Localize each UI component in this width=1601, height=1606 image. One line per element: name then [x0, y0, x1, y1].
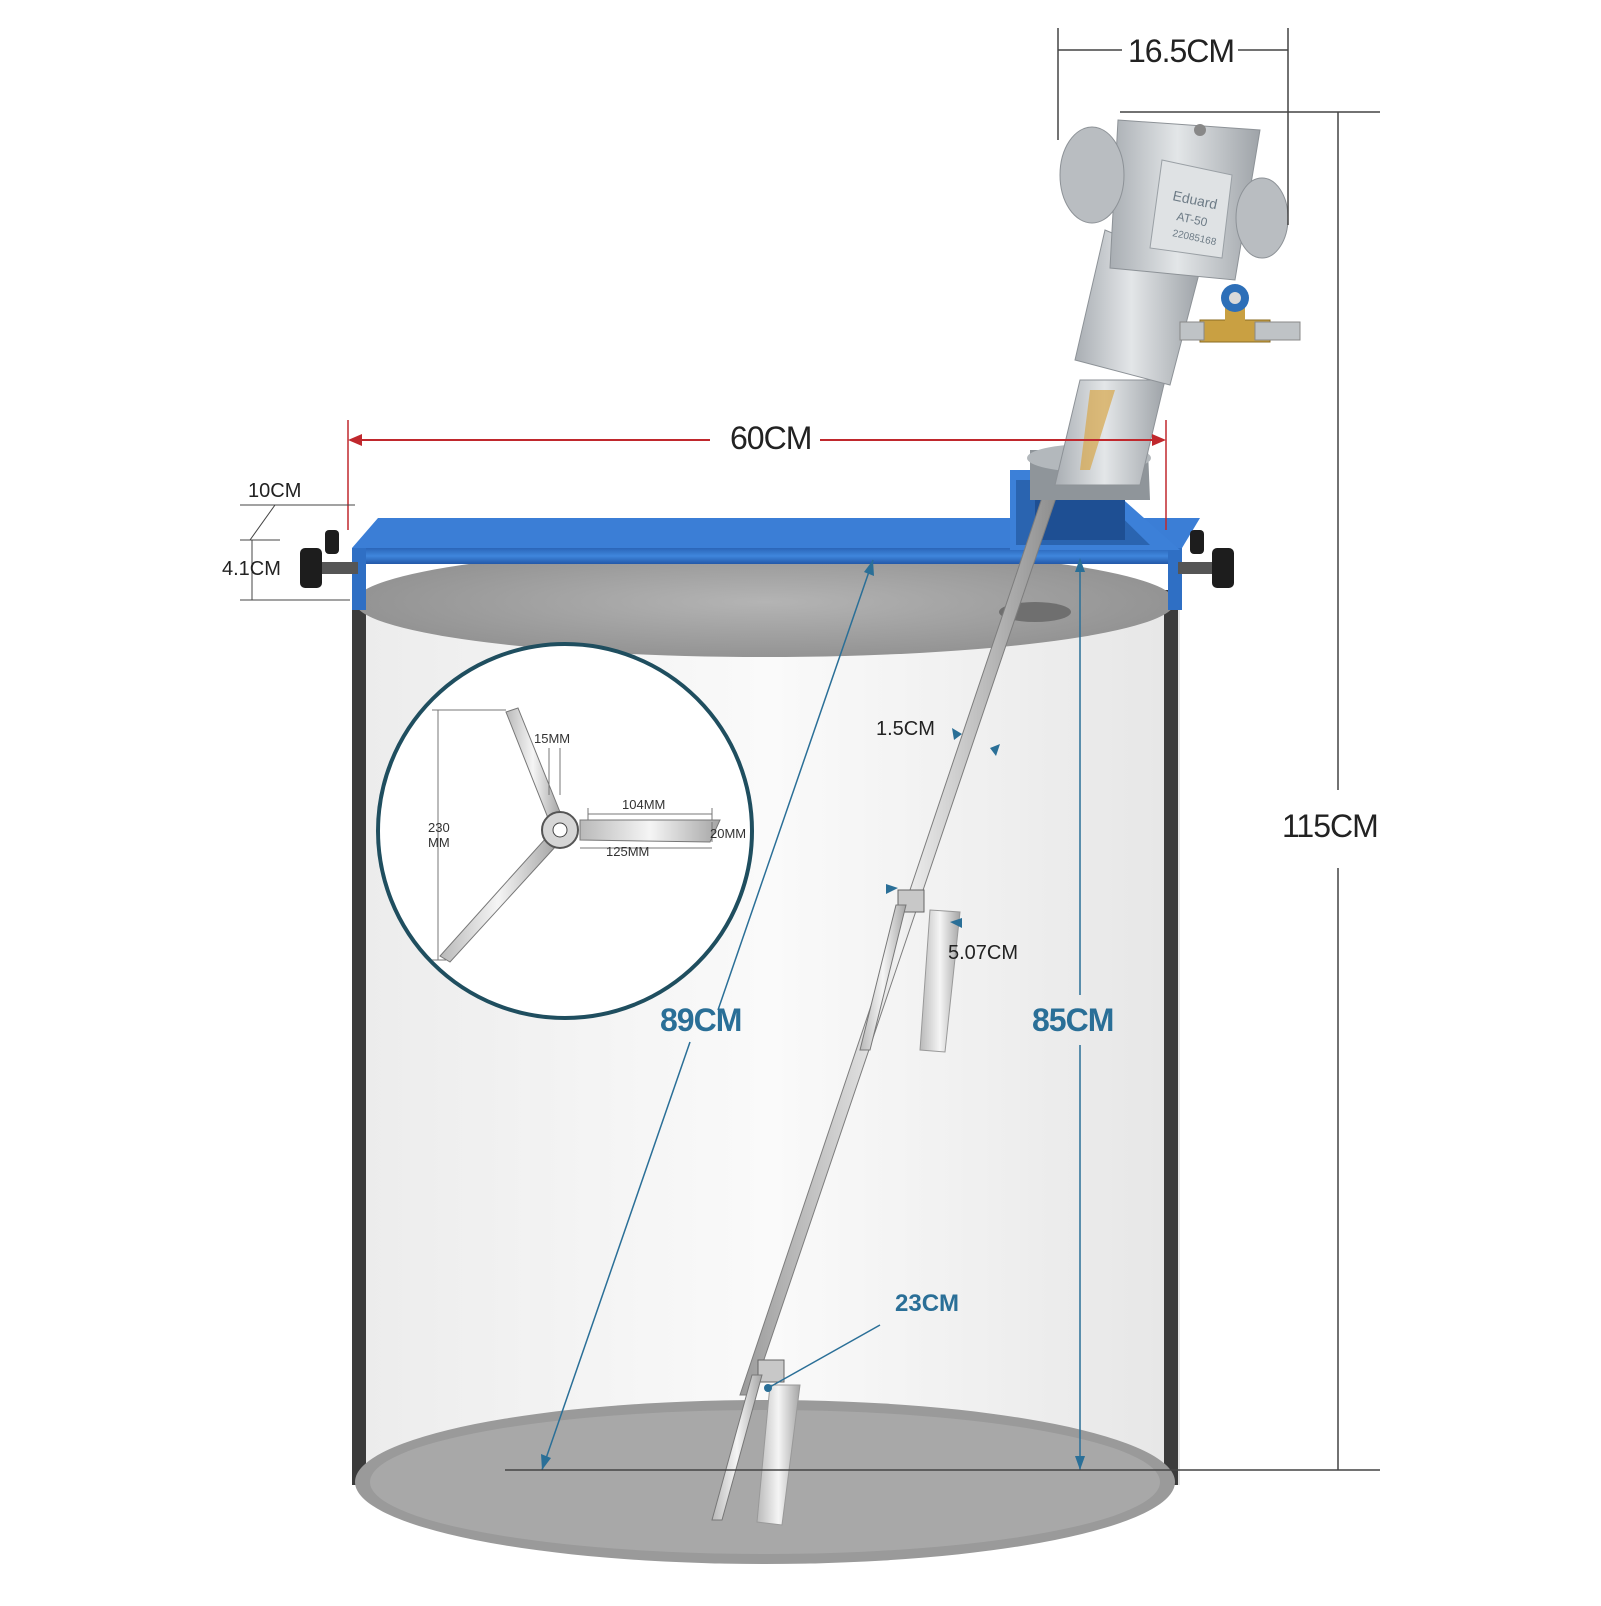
inset-height-value: 230	[428, 820, 450, 835]
bracket-width-label: 10CM	[248, 480, 302, 502]
impeller-detail-inset	[376, 642, 754, 1020]
right-clamp-knob	[1178, 530, 1234, 588]
left-clamp-knob	[300, 530, 358, 588]
lower-impeller	[711, 1359, 801, 1526]
dimension-lines	[240, 28, 1380, 1471]
drum-wall-right	[1164, 590, 1178, 1485]
motor-width-label: 16.5CM	[1128, 33, 1235, 69]
upper-blade-width-label: 5.07CM	[948, 942, 1019, 964]
shaft-diameter-label: 1.5CM	[876, 718, 935, 740]
inset-hub-width-label: 15MM	[534, 731, 571, 746]
total-height-label: 115CM	[1282, 808, 1379, 844]
upper-impeller	[859, 889, 961, 1053]
air-motor: Eduard AT-50 22085168	[1027, 119, 1301, 500]
inset-blade-length-label: 104MM	[622, 797, 666, 812]
bracket-length-label: 60CM	[730, 420, 812, 456]
motor-nameplate: Eduard AT-50 22085168	[1149, 159, 1233, 259]
inset-blade-width-label: 20MM	[710, 826, 747, 841]
drum-wall-left	[352, 590, 366, 1485]
blade-spacing-label: 23CM	[895, 1290, 960, 1317]
motor-model: AT-50	[1175, 209, 1209, 229]
insertion-depth-label: 85CM	[1032, 1002, 1114, 1038]
bracket-height-label: 4.1CM	[222, 558, 281, 580]
air-inlet-valve	[1179, 284, 1301, 343]
inset-radius-label: 125MM	[606, 844, 650, 859]
inset-height-unit: MM	[428, 835, 450, 850]
shaft-length-label: 89CM	[660, 1002, 742, 1038]
drum-top	[355, 547, 1175, 657]
